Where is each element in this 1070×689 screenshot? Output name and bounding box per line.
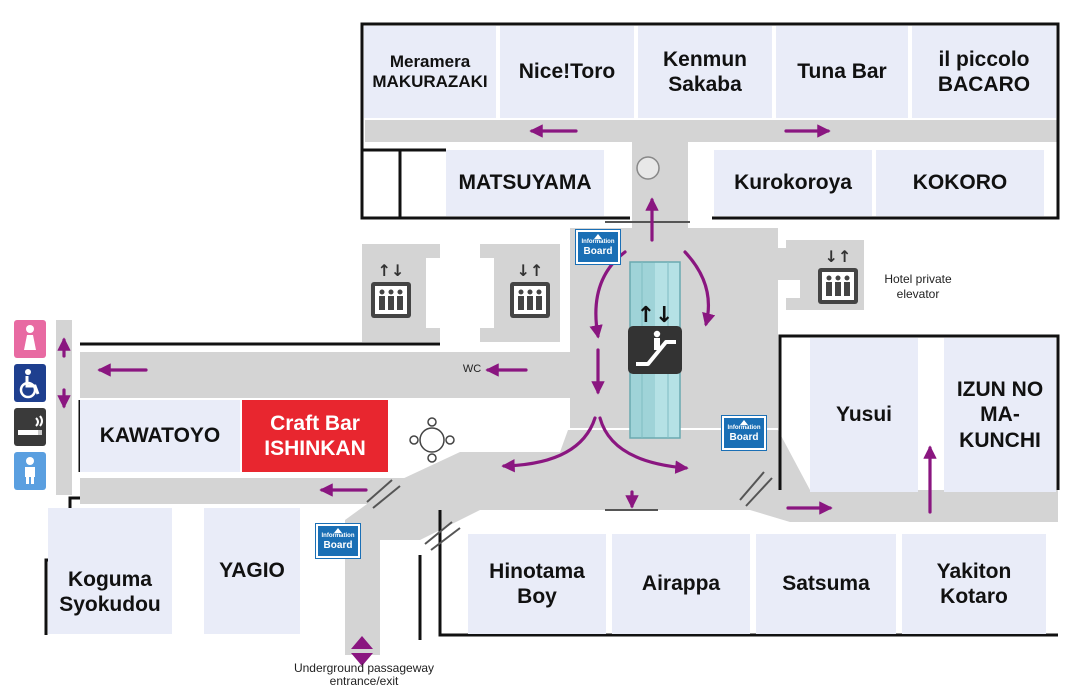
board-up-icon	[334, 528, 342, 533]
shop-label: Koguma Syokudou	[59, 567, 161, 616]
shop-kawatoyo[interactable]: KAWATOYO	[80, 400, 240, 472]
table-seating-icon	[409, 417, 455, 463]
shop-yagio[interactable]: YAGIO	[204, 508, 300, 634]
female-restroom-icon	[14, 320, 46, 358]
arrow-fork-right	[598, 416, 689, 474]
shop-kenmun-sakaba[interactable]: Kenmun Sakaba	[638, 26, 772, 118]
shop-il-piccolo-bacaro[interactable]: il piccolo BACARO	[912, 26, 1056, 118]
direction-arrows	[57, 124, 937, 515]
shop-label: Meramera MAKURAZAKI	[372, 51, 488, 91]
underground-passageway-label: Underground passageway entrance/exit	[293, 661, 435, 688]
information-board[interactable]: Information Board	[315, 523, 361, 559]
shop-yakiton-kotaro[interactable]: Yakiton Kotaro	[902, 534, 1046, 634]
male-restroom-icon	[14, 452, 46, 490]
shop-kurokoroya[interactable]: Kurokoroya	[714, 150, 872, 216]
shop-airappa[interactable]: Airappa	[612, 534, 750, 634]
shop-label: Kurokoroya	[734, 171, 852, 195]
shop-craft-bar-ishinkan[interactable]: Craft Bar ISHINKAN	[242, 400, 388, 472]
information-board[interactable]: Information Board	[575, 229, 621, 265]
information-board[interactable]: Information Board	[721, 415, 767, 451]
shop-kokoro[interactable]: KOKORO	[876, 150, 1044, 216]
arrow-fork-left	[501, 416, 597, 473]
arrow-curve-right	[683, 250, 716, 327]
shop-satsuma[interactable]: Satsuma	[756, 534, 896, 634]
board-small-label: Information	[581, 239, 615, 245]
top-block-walls	[360, 22, 1060, 220]
board-small-label: Information	[727, 425, 761, 431]
board-up-icon	[740, 420, 748, 425]
board-big-label: Board	[583, 246, 613, 257]
shop-hinotama-boy[interactable]: Hinotama Boy	[468, 534, 606, 634]
shop-label: MATSUYAMA	[458, 171, 592, 195]
shop-label: IZUN NO MA- KUNCHI	[956, 378, 1044, 452]
shop-label: Yusui	[835, 403, 893, 427]
board-small-label: Information	[321, 533, 355, 539]
pillar	[636, 156, 660, 180]
shop-label: Hinotama Boy	[489, 559, 585, 608]
hotel-elevator-label: Hotel private elevator	[884, 272, 952, 301]
wheelchair-icon	[14, 364, 46, 402]
shop-label: KAWATOYO	[99, 424, 221, 448]
shop-label: Craft Bar ISHINKAN	[264, 411, 366, 460]
shop-matsuyama[interactable]: MATSUYAMA	[446, 150, 604, 216]
underground-entrance-icon	[351, 636, 373, 666]
svg-text:↓↑: ↓↑	[825, 247, 852, 266]
board-big-label: Board	[323, 540, 353, 551]
shop-label: il piccolo BACARO	[937, 47, 1031, 96]
top-row-dividers	[496, 26, 912, 118]
shop-yusui[interactable]: Yusui	[810, 338, 918, 492]
shop-label: YAGIO	[219, 559, 285, 583]
wc-label: WC	[462, 363, 482, 375]
shop-nice-toro[interactable]: Nice!Toro	[500, 26, 634, 118]
shop-izun-no-makunchi[interactable]: IZUN NO MA- KUNCHI	[944, 338, 1056, 492]
shop-label: Airappa	[641, 572, 721, 596]
shop-koguma-syokudou[interactable]: Koguma Syokudou	[48, 508, 172, 634]
svg-text:↓↑: ↓↑	[517, 261, 544, 280]
shop-tuna-bar[interactable]: Tuna Bar	[776, 26, 908, 118]
board-up-icon	[594, 234, 602, 239]
elevator-icon: ↓↑	[818, 247, 858, 304]
shop-label: KOKORO	[912, 171, 1008, 195]
shop-label: Satsuma	[782, 572, 870, 596]
doorways	[366, 221, 773, 551]
shop-label: Kenmun Sakaba	[663, 47, 747, 96]
shop-meramera-makurazaki[interactable]: Meramera MAKURAZAKI	[364, 26, 496, 118]
escalator-icon: ↑↓	[628, 303, 682, 374]
board-big-label: Board	[729, 432, 759, 443]
elevator-icon: ↓↑	[510, 261, 550, 318]
elevator-icon: ↑↓	[371, 261, 411, 318]
svg-text:↑↓: ↑↓	[637, 303, 674, 328]
svg-text:↑↓: ↑↓	[378, 261, 405, 280]
smoking-area-icon	[14, 408, 46, 446]
shop-label: Tuna Bar	[797, 60, 887, 84]
shop-label: Yakiton Kotaro	[936, 559, 1012, 608]
shop-label: Nice!Toro	[518, 60, 616, 84]
